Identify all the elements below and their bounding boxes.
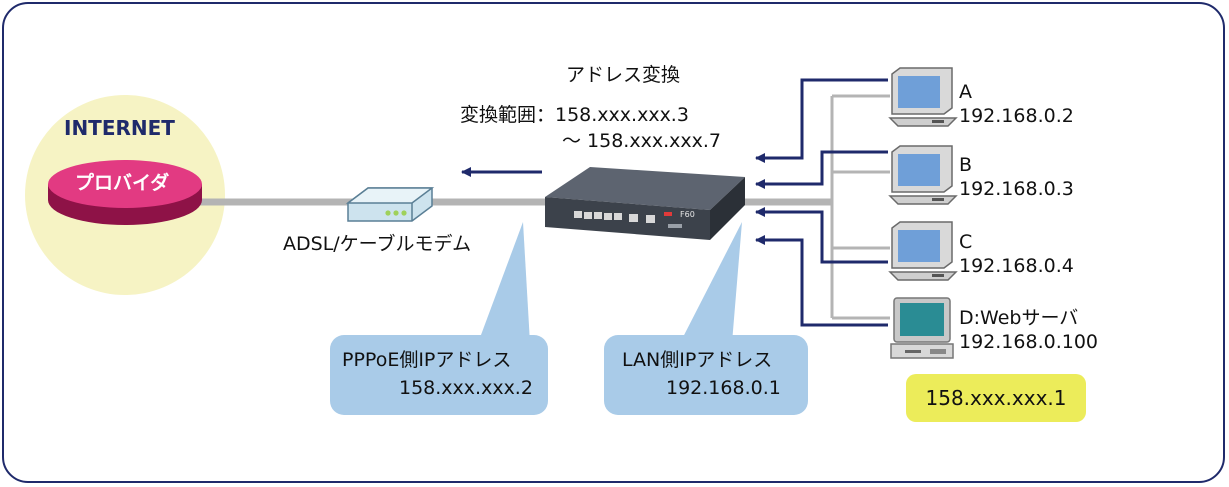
modem-label: ADSL/ケーブルモデム: [283, 233, 472, 255]
pc-c-icon: [888, 221, 958, 281]
router-badge: F60: [680, 210, 695, 219]
lan-callout-ip: 192.168.0.1: [666, 377, 781, 399]
pc-b-icon: [888, 145, 958, 205]
nat-range-line2: ～ 158.xxx.xxx.7: [562, 130, 721, 152]
adsl-modem-icon: [345, 187, 435, 222]
server-public-ip-badge: 158.xxx.xxx.1: [906, 374, 1086, 422]
pppoe-callout-ip: 158.xxx.xxx.2: [399, 377, 533, 399]
server-ip: 192.168.0.100: [959, 331, 1099, 353]
lan-callout-title: LAN側IPアドレス: [622, 349, 773, 371]
host-b-outbound-arrow: [755, 150, 888, 189]
provider-label: プロバイダ: [75, 172, 170, 194]
host-a-name: A: [959, 81, 972, 103]
lan-callout-pointer: [680, 222, 742, 343]
pppoe-callout-title: PPPoE側IPアドレス: [342, 349, 512, 371]
host-c-inbound-arrow: [755, 207, 888, 264]
internet-label: INTERNET: [64, 116, 175, 140]
nat-range-line1: 変換範囲：158.xxx.xxx.3: [460, 104, 689, 126]
host-c-ip: 192.168.0.4: [959, 255, 1074, 277]
server-name: D:Webサーバ: [959, 307, 1079, 329]
router-icon: F60: [545, 167, 745, 240]
pppoe-callout-pointer: [478, 222, 530, 343]
host-b-name: B: [959, 154, 973, 176]
provider-disc: [48, 160, 202, 225]
pc-a-icon: [888, 67, 958, 127]
host-a-outbound-arrow: [755, 78, 888, 163]
server-inbound-arrow: [755, 235, 888, 327]
host-c-name: C: [959, 231, 973, 253]
server-public-ip: 158.xxx.xxx.1: [925, 386, 1067, 410]
lan-ip-callout: LAN側IPアドレス 192.168.0.1: [604, 335, 808, 415]
host-b-ip: 192.168.0.3: [959, 178, 1074, 200]
pppoe-ip-callout: PPPoE側IPアドレス 158.xxx.xxx.2: [330, 335, 548, 415]
nat-title: アドレス変換: [566, 64, 681, 86]
lan-branch-cables: [830, 94, 890, 320]
host-a-ip: 192.168.0.2: [959, 105, 1074, 127]
web-server-icon: [890, 297, 954, 359]
